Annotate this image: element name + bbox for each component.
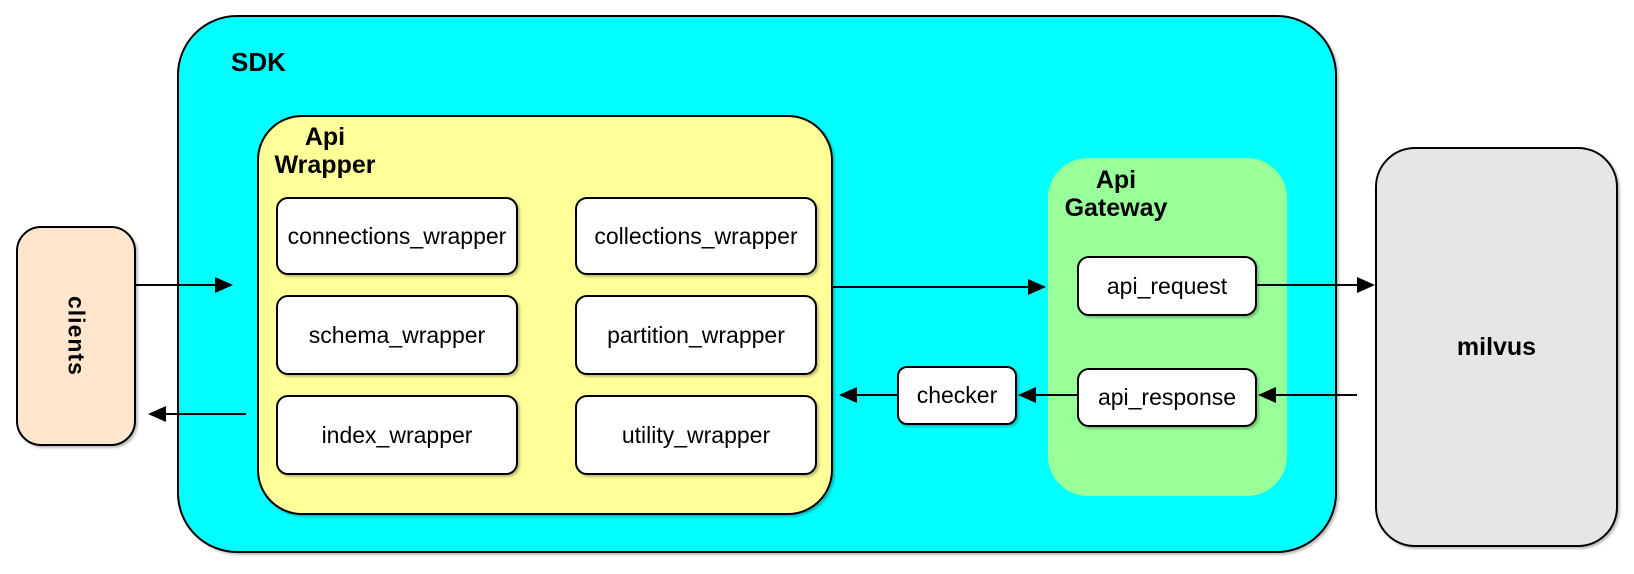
api-wrapper-label: Api Wrapper <box>274 123 376 179</box>
api-gateway-label: Api Gateway <box>1064 166 1168 222</box>
api-gateway-container: Api Gateway <box>1048 158 1287 496</box>
arrow-checker-to-api-wrapper <box>839 387 897 403</box>
milvus-label: milvus <box>1456 332 1537 361</box>
node-schema-wrapper: schema_wrapper <box>276 295 518 375</box>
arrow-shaft <box>833 286 1030 288</box>
node-collections-wrapper: collections_wrapper <box>575 197 817 275</box>
arrow-shaft <box>1034 394 1077 396</box>
arrow-api-response-to-checker <box>1018 387 1077 403</box>
arrow-shaft <box>855 394 897 396</box>
node-utility-wrapper: utility_wrapper <box>575 395 817 475</box>
arrow-shaft <box>1274 394 1357 396</box>
arrow-clients-to-sdk <box>136 277 233 293</box>
arrowhead-icon <box>1357 277 1375 293</box>
arrow-shaft <box>1257 284 1359 286</box>
arrowhead-icon <box>1028 279 1046 295</box>
arrow-milvus-to-api-response <box>1258 387 1357 403</box>
arrowhead-icon <box>839 387 857 403</box>
node-api-request: api_request <box>1077 256 1257 316</box>
arrowhead-icon <box>215 277 233 293</box>
arrowhead-icon <box>148 406 166 422</box>
clients-label: clients <box>63 296 90 376</box>
arrowhead-icon <box>1258 387 1276 403</box>
arrowhead-icon <box>1018 387 1036 403</box>
arrow-sdk-to-clients <box>148 406 246 422</box>
arrow-shaft <box>164 413 246 415</box>
node-milvus: milvus <box>1375 147 1618 547</box>
node-clients: clients <box>16 226 136 446</box>
node-index-wrapper: index_wrapper <box>276 395 518 475</box>
node-checker: checker <box>897 366 1017 425</box>
node-api-response: api_response <box>1077 368 1257 427</box>
arrow-api-request-to-milvus <box>1257 277 1375 293</box>
arrow-api-wrapper-to-api-gateway <box>833 279 1046 295</box>
arrow-shaft <box>136 284 217 286</box>
node-partition-wrapper: partition_wrapper <box>575 295 817 375</box>
node-connections-wrapper: connections_wrapper <box>276 197 518 275</box>
sdk-label: SDK <box>231 47 286 77</box>
